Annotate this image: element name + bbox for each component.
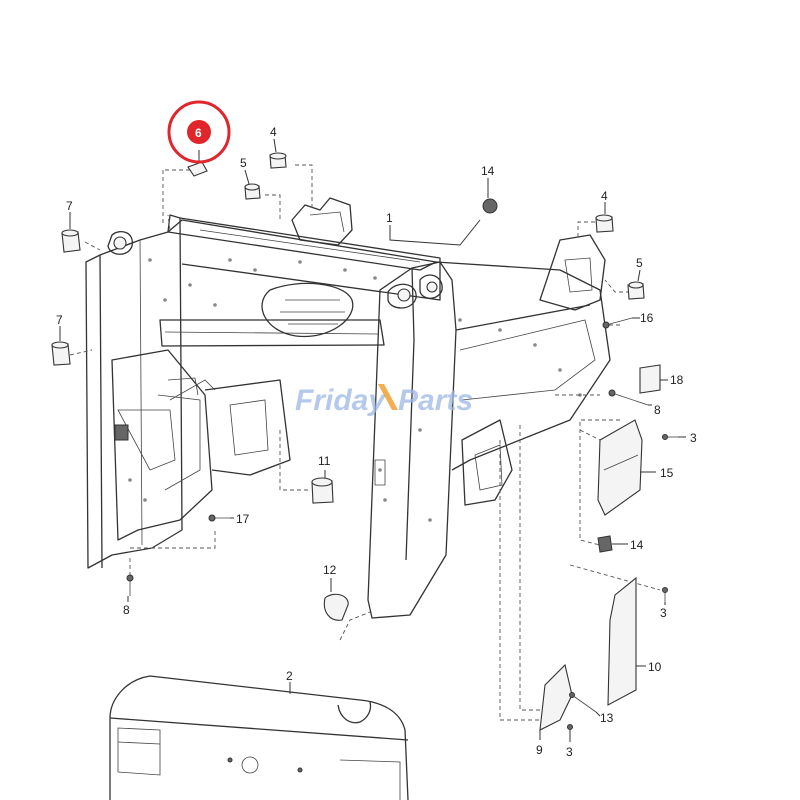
small-parts: [51, 152, 678, 731]
callout-13: 13: [600, 711, 614, 725]
callout-14: 14: [481, 164, 495, 178]
leader-lines: [59, 138, 686, 742]
callout-4: 4: [601, 189, 608, 203]
callout-18: 18: [670, 373, 684, 387]
part-14-nut-upper: [482, 198, 498, 214]
callout-4: 4: [270, 125, 277, 139]
callout-15: 15: [660, 466, 674, 480]
part-2-panel: [109, 675, 409, 800]
callout-3: 3: [690, 431, 697, 445]
callout-9: 9: [536, 743, 543, 757]
callout-14: 14: [630, 538, 644, 552]
part-12-clip: [323, 593, 349, 621]
watermark-slash-icon: [378, 384, 398, 410]
callout-11: 11: [318, 454, 331, 468]
callout-7: 7: [66, 199, 73, 213]
callout-16: 16: [640, 311, 654, 325]
part-15-cover: [597, 419, 643, 516]
callouts: 1 2 3 3 3 4 4 5 5 6 7 7 8 8 9 10 11 12 1…: [56, 125, 697, 759]
highlight-ring: [167, 100, 231, 164]
part-14-nut-lower: [597, 535, 613, 553]
part-6-pad: [187, 161, 208, 177]
callout-6: 6: [195, 126, 202, 140]
main-frame: [85, 197, 611, 619]
callout-12: 12: [323, 563, 337, 577]
callout-8: 8: [654, 403, 661, 417]
callout-10: 10: [648, 660, 662, 674]
callout-7: 7: [56, 313, 63, 327]
callout-5: 5: [240, 156, 247, 170]
callout-6-badge: [187, 120, 211, 144]
watermark-friday: Friday: [295, 384, 386, 417]
explode-lines: [69, 164, 661, 721]
callout-3: 3: [660, 606, 667, 620]
part-9-plate: [539, 663, 573, 731]
callout-3: 3: [566, 745, 573, 759]
callout-5: 5: [636, 256, 643, 270]
part-18-plate: [639, 364, 661, 394]
part-16-bolt: [605, 317, 633, 326]
callout-8: 8: [123, 603, 130, 617]
part-10-cover: [607, 576, 637, 706]
callout-2: 2: [286, 669, 293, 683]
callout-1: 1: [386, 211, 393, 225]
callout-17: 17: [236, 512, 250, 526]
watermark-parts: Parts: [398, 384, 473, 417]
watermark: Friday Parts: [295, 384, 473, 417]
